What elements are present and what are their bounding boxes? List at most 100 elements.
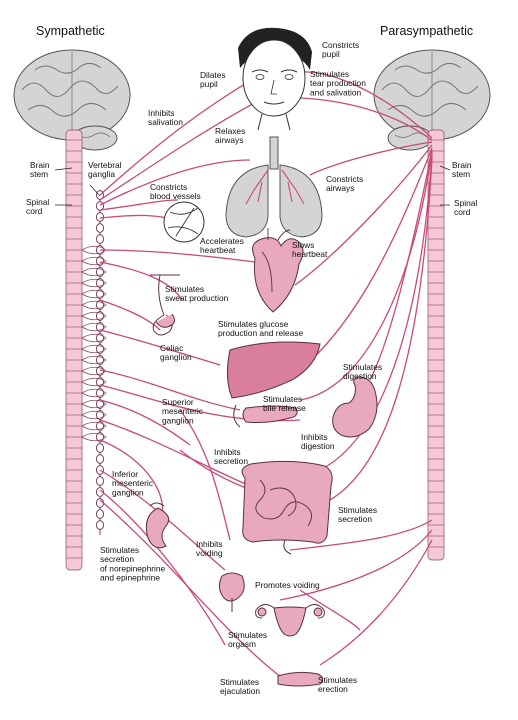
- label-line: Slows: [292, 240, 314, 250]
- ramus-coil: [81, 432, 107, 442]
- label-line: Inhibits: [196, 539, 223, 549]
- label-line: Stimulates: [165, 284, 204, 294]
- label-line: Stimulates: [338, 505, 377, 515]
- spinal-cord-right: [427, 129, 445, 561]
- blood-vessel-illustration: [163, 201, 205, 243]
- label-line: pupil: [200, 79, 218, 89]
- ramus-coil: [81, 399, 107, 409]
- ganglion-bead: [95, 509, 105, 519]
- label-line: Spinal: [26, 197, 49, 207]
- label-line: Stimulates: [310, 69, 349, 79]
- label-line: heartbeat: [200, 245, 236, 255]
- label-line: Inferior: [112, 469, 138, 479]
- ganglion-bead: [95, 487, 105, 497]
- ganglion-bead: [95, 454, 105, 464]
- label-line: ganglion: [160, 352, 192, 362]
- label-line: and salivation: [310, 87, 362, 97]
- ramus-coil: [81, 311, 107, 321]
- label-line: bile release: [263, 403, 306, 413]
- ganglion-bead: [95, 223, 105, 233]
- male-organ-illustration: [277, 671, 324, 687]
- label-line: Stimulates: [263, 394, 302, 404]
- label-line: orgasm: [228, 639, 256, 649]
- ramus-coil: [81, 410, 107, 420]
- stomach-illustration: [332, 376, 378, 438]
- ramus-coil: [81, 289, 107, 299]
- label-promotes-voiding: Promotes voiding: [255, 580, 320, 590]
- label-line: mesenteric: [112, 478, 153, 488]
- label-line: Inhibits: [214, 447, 241, 457]
- ramus-coil: [81, 421, 107, 431]
- ganglion-bead: [95, 234, 105, 244]
- label-line: pupil: [322, 49, 340, 59]
- label-line: Dilates: [200, 70, 226, 80]
- sympathetic-chain: [81, 190, 107, 535]
- ramus-coil: [81, 377, 107, 387]
- label-line: blood vessels: [150, 191, 201, 201]
- label-line: tear production: [310, 78, 366, 88]
- label-line: ganglia: [88, 169, 115, 179]
- label-line: secretion: [100, 554, 134, 564]
- ramus-coil: [81, 256, 107, 266]
- ganglion-bead: [95, 443, 105, 453]
- label-line: Stimulates: [318, 675, 357, 685]
- ganglion-bead: [95, 520, 105, 530]
- label-line: ganglion: [112, 487, 144, 497]
- label-line: Accelerates: [200, 236, 244, 246]
- label-line: ganglion: [162, 415, 194, 425]
- label-line: digestion: [343, 371, 377, 381]
- label-line: of norepinephrine: [100, 563, 166, 573]
- ramus-coil: [81, 300, 107, 310]
- parasympathetic-heading: Parasympathetic: [380, 24, 473, 38]
- label-line: Celiac: [160, 343, 183, 353]
- label-line: heartbeat: [292, 249, 328, 259]
- kidney-illustration: [145, 502, 170, 549]
- label-line: salivation: [148, 117, 183, 127]
- label-line: cord: [26, 206, 43, 216]
- label-line: airways: [215, 135, 243, 145]
- liver-illustration: [226, 341, 321, 399]
- label-line: Brain: [30, 160, 50, 170]
- lungs-illustration: [225, 136, 323, 238]
- ramus-coil: [81, 278, 107, 288]
- label-line: Superior: [162, 397, 194, 407]
- label-line: airways: [326, 183, 354, 193]
- sympathetic-heading: Sympathetic: [36, 24, 105, 38]
- spinal-cord-left: [65, 129, 83, 571]
- label-line: Promotes voiding: [255, 580, 320, 590]
- label-line: Stimulates: [220, 677, 259, 687]
- label-line: Inhibits: [148, 108, 175, 118]
- label-line: Stimulates: [100, 545, 139, 555]
- ganglion-bead: [95, 212, 105, 222]
- label-line: Constricts: [322, 40, 359, 50]
- ganglion-bead: [95, 476, 105, 486]
- label-line: Spinal: [454, 198, 477, 208]
- label-line: ejaculation: [220, 686, 260, 696]
- uterus-illustration: [255, 604, 325, 637]
- label-line: Brain: [452, 160, 472, 170]
- label-line: sweat production: [165, 293, 229, 303]
- ramus-coil: [81, 355, 107, 365]
